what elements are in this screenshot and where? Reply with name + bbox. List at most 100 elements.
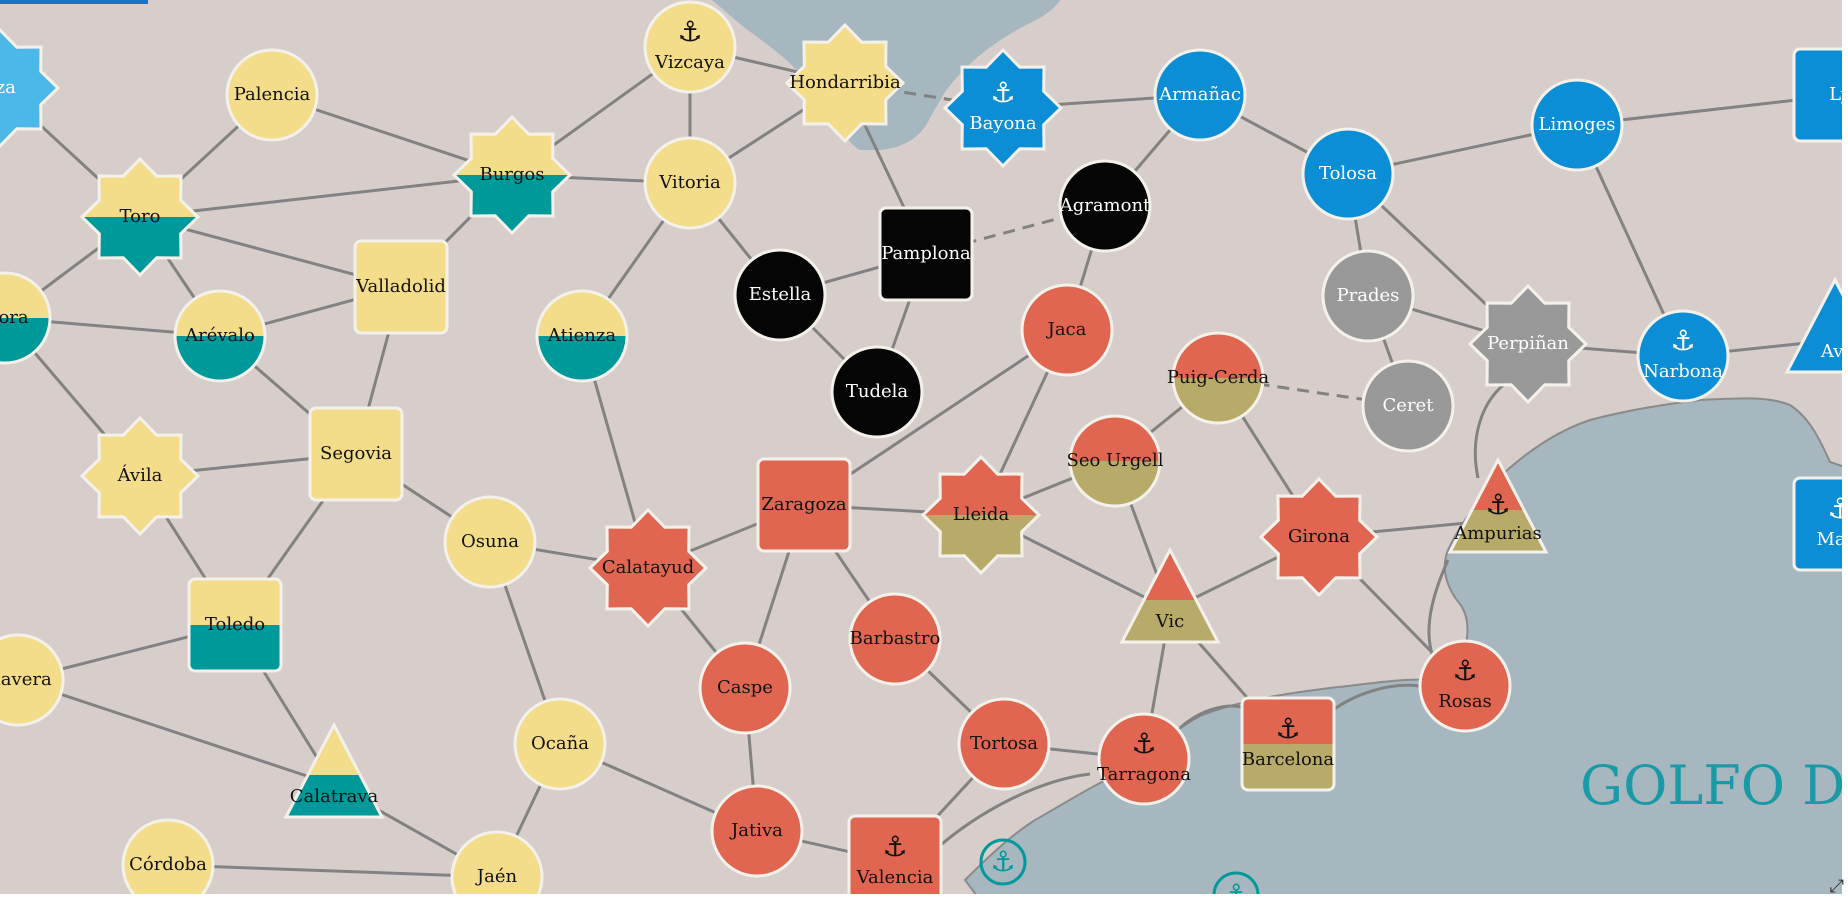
city-label: mora xyxy=(0,307,29,328)
city-label: Ocaña xyxy=(531,733,589,754)
city-label: Ampurias xyxy=(1453,523,1542,544)
city-label: Córdoba xyxy=(129,854,207,875)
city-token-shape xyxy=(1153,48,1247,142)
city-label: Arévalo xyxy=(184,325,255,346)
city-vizcaya[interactable]: ⚓Vizcaya xyxy=(643,0,737,94)
city-token-shape xyxy=(121,818,215,900)
city-token-shape xyxy=(1097,712,1191,806)
city-label: Narbona xyxy=(1643,361,1723,382)
city-label: Prades xyxy=(1337,285,1400,306)
city-perpinan[interactable]: Perpiñan xyxy=(1467,283,1589,405)
city-lyon[interactable]: Ly xyxy=(1792,47,1848,143)
city-jaca[interactable]: Jaca xyxy=(1020,283,1114,377)
city-token-shape xyxy=(1792,47,1848,143)
city-tarragona[interactable]: ⚓Tarragona xyxy=(1097,712,1191,806)
city-limoges[interactable]: Limoges xyxy=(1530,78,1624,172)
right-gutter xyxy=(1842,0,1848,900)
city-talavera[interactable]: alavera xyxy=(0,633,65,727)
port-anchor-icon: ⚓ xyxy=(882,830,907,863)
city-palencia[interactable]: Palencia xyxy=(225,48,319,142)
city-pamplona[interactable]: Pamplona xyxy=(878,206,974,302)
city-prades[interactable]: Prades xyxy=(1321,249,1415,343)
city-token-outline xyxy=(79,156,201,278)
city-jativa[interactable]: Jativa xyxy=(710,784,804,878)
city-token-shape xyxy=(450,830,544,900)
city-ceret[interactable]: Ceret xyxy=(1361,359,1455,453)
city-jaen[interactable]: Jaén xyxy=(450,830,544,900)
city-token-outline xyxy=(173,289,267,383)
route-talavera-calatrava xyxy=(17,678,335,787)
city-token-shape xyxy=(784,22,906,144)
city-label: Estella xyxy=(749,284,812,305)
city-token-outline xyxy=(920,454,1042,576)
city-label: Calatrava xyxy=(290,786,379,807)
city-token-outline xyxy=(1447,456,1549,554)
city-zamora[interactable]: mora xyxy=(0,248,75,388)
city-token-shape xyxy=(1321,249,1415,343)
city-bayona[interactable]: ⚓Bayona xyxy=(942,47,1064,169)
city-label: Agramont xyxy=(1059,195,1151,216)
city-calatayud[interactable]: Calatayud xyxy=(587,507,709,629)
city-token-shape xyxy=(79,415,201,537)
city-cordoba[interactable]: Córdoba xyxy=(121,818,215,900)
city-token-shape xyxy=(733,248,827,342)
city-toledo[interactable]: Toledo xyxy=(165,555,305,695)
city-barbastro[interactable]: Barbastro xyxy=(848,592,942,686)
city-token-shape xyxy=(1361,359,1455,453)
city-label: Tarragona xyxy=(1097,764,1191,785)
city-label: Tudela xyxy=(846,381,909,402)
city-token-shape xyxy=(1301,127,1395,221)
city-token-shape xyxy=(0,27,61,149)
city-zaragoza[interactable]: Zaragoza xyxy=(756,457,852,553)
city-label: Seo Urgell xyxy=(1066,450,1163,471)
city-tortosa[interactable]: Tortosa xyxy=(957,697,1051,791)
city-rosas[interactable]: ⚓Rosas xyxy=(1418,639,1512,733)
city-ocana[interactable]: Ocaña xyxy=(513,697,607,791)
city-token-shape xyxy=(1530,78,1624,172)
city-avila[interactable]: Ávila xyxy=(79,415,201,537)
route-burgos-toro xyxy=(139,173,513,219)
city-marsella[interactable]: ⚓Mars xyxy=(1792,476,1848,572)
city-token-shape xyxy=(957,697,1051,791)
city-girona[interactable]: Girona xyxy=(1258,476,1380,598)
city-label: Ávila xyxy=(117,463,163,486)
city-tolosa[interactable]: Tolosa xyxy=(1301,127,1395,221)
city-token-outline xyxy=(0,271,52,365)
city-barcelona[interactable]: ⚓Barcelona xyxy=(1218,674,1358,814)
city-segovia[interactable]: Segovia xyxy=(308,406,404,502)
city-estella[interactable]: Estella xyxy=(733,248,827,342)
city-label: Barcelona xyxy=(1242,749,1334,770)
resize-icon[interactable]: ⤢ xyxy=(1829,876,1844,897)
city-valladolid[interactable]: Valladolid xyxy=(353,239,449,335)
city-token-shape xyxy=(878,206,974,302)
city-tudela[interactable]: Tudela xyxy=(830,345,924,439)
city-narbona[interactable]: ⚓Narbona xyxy=(1636,309,1730,403)
city-label: Valencia xyxy=(856,867,934,888)
sea-route-narbona-ampurias xyxy=(1473,378,1511,479)
city-token-bottom-half xyxy=(1242,744,1334,790)
city-token-shape xyxy=(1058,159,1152,253)
city-token-shape xyxy=(643,136,737,230)
city-token-shape xyxy=(1467,283,1589,405)
city-token-shape xyxy=(1020,283,1114,377)
city-label: Pamplona xyxy=(881,243,971,264)
city-label: Segovia xyxy=(320,443,392,464)
city-valencia[interactable]: ⚓ Valencia xyxy=(847,814,943,900)
city-armanac[interactable]: Armañac xyxy=(1153,48,1247,142)
city-hondarribia[interactable]: Hondarribia xyxy=(784,22,906,144)
city-agramont[interactable]: Agramont xyxy=(1058,159,1152,253)
city-label: Ceret xyxy=(1383,395,1435,416)
city-zamora_ne[interactable]: nza xyxy=(0,27,61,149)
city-token-shape xyxy=(830,345,924,439)
city-osuna[interactable]: Osuna xyxy=(443,495,537,589)
city-label: Avi xyxy=(1820,341,1848,362)
sea-label: GOLFO DE xyxy=(1580,754,1848,817)
city-token-shape xyxy=(353,239,449,335)
city-token-shape xyxy=(1636,309,1730,403)
city-avinon[interactable]: Avi xyxy=(1784,276,1848,374)
city-vitoria[interactable]: Vitoria xyxy=(643,136,737,230)
city-caspe[interactable]: Caspe xyxy=(698,641,792,735)
city-token-outline xyxy=(451,114,573,236)
